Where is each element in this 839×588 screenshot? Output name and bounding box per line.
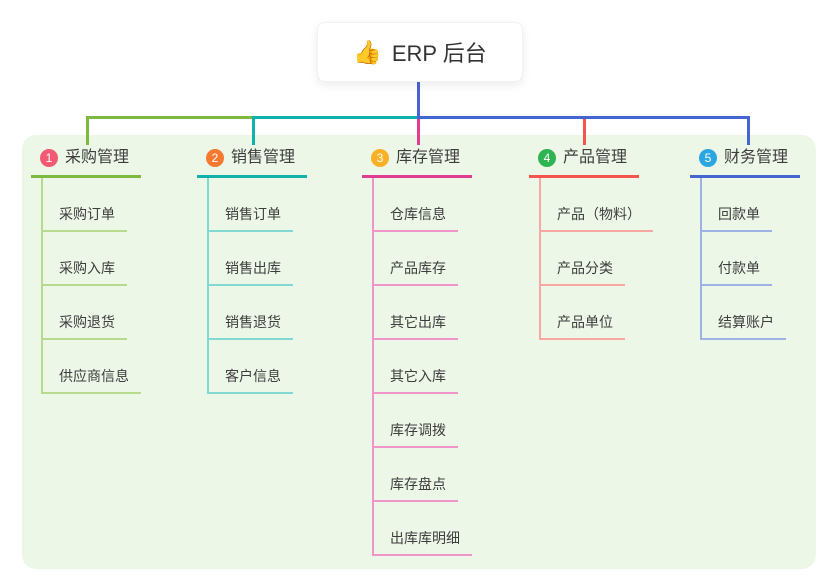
mindmap-child-node[interactable]: 库存调拨	[374, 394, 472, 448]
branch-number-badge: 2	[206, 149, 224, 167]
mindmap-child-node[interactable]: 其它出库	[374, 286, 472, 340]
branch-inventory: 3 库存管理 仓库信息产品库存其它出库其它入库库存调拨库存盘点出库库明细	[362, 145, 473, 556]
mindmap-child-node[interactable]: 采购订单	[43, 178, 141, 232]
connector-branch-drop	[86, 119, 89, 145]
mindmap-branch-node[interactable]: 4 产品管理	[529, 145, 640, 178]
connector-trunk-segment	[252, 116, 418, 119]
mindmap-child-node[interactable]: 销售退货	[209, 286, 293, 340]
connector-trunk-segment	[86, 116, 255, 119]
connector-root-line	[417, 82, 420, 117]
mindmap-child-node[interactable]: 产品单位	[541, 286, 653, 340]
branch-node-label: 库存管理	[396, 149, 461, 166]
mindmap-child-node[interactable]: 产品分类	[541, 232, 653, 286]
mindmap-child-node[interactable]: 库存盘点	[374, 448, 472, 502]
mindmap-root-node[interactable]: 👍 ERP 后台	[317, 22, 523, 82]
mindmap-branch-node[interactable]: 2 销售管理	[197, 145, 308, 178]
branch-children: 销售订单销售出库销售退货客户信息	[207, 178, 293, 394]
connector-branch-drop	[417, 119, 420, 145]
child-node-label: 采购订单	[43, 205, 127, 232]
branch-number-badge: 5	[699, 149, 717, 167]
branch-children: 采购订单采购入库采购退货供应商信息	[41, 178, 141, 394]
child-node-label: 销售出库	[209, 259, 293, 286]
child-node-label: 产品库存	[374, 259, 458, 286]
branch-node-label: 销售管理	[231, 149, 296, 166]
child-node-label: 采购退货	[43, 313, 127, 340]
mindmap-canvas-panel	[22, 135, 816, 569]
branch-node-label: 产品管理	[563, 149, 628, 166]
mindmap-child-node[interactable]: 仓库信息	[374, 178, 472, 232]
child-node-label: 产品（物料）	[541, 205, 653, 232]
mindmap-child-node[interactable]: 采购入库	[43, 232, 141, 286]
child-node-label: 其它入库	[374, 367, 458, 394]
mindmap-branch-node[interactable]: 3 库存管理	[362, 145, 473, 178]
mindmap-child-node[interactable]: 其它入库	[374, 340, 472, 394]
child-node-label: 销售订单	[209, 205, 293, 232]
branch-children: 产品（物料） 产品分类产品单位	[539, 178, 653, 340]
mindmap-child-node[interactable]: 客户信息	[209, 340, 293, 394]
child-node-label: 销售退货	[209, 313, 293, 340]
branch-number-badge: 1	[40, 149, 58, 167]
mindmap-child-node[interactable]: 供应商信息	[43, 340, 141, 394]
connector-trunk-segment	[417, 116, 750, 119]
branch-children: 仓库信息产品库存其它出库其它入库库存调拨库存盘点出库库明细	[372, 178, 472, 556]
child-node-label: 客户信息	[209, 367, 293, 394]
connector-branch-drop	[583, 119, 586, 145]
branch-node-label: 财务管理	[724, 149, 789, 166]
child-node-label: 结算账户	[702, 313, 786, 340]
branch-sales: 2 销售管理 销售订单销售出库销售退货客户信息	[197, 145, 308, 394]
branch-children: 回款单付款单结算账户	[700, 178, 786, 340]
branch-finance: 5 财务管理 回款单付款单结算账户	[690, 145, 801, 340]
child-node-label: 产品分类	[541, 259, 625, 286]
child-node-label: 付款单	[702, 259, 772, 286]
mindmap-child-node[interactable]: 付款单	[702, 232, 786, 286]
child-node-label: 库存盘点	[374, 475, 458, 502]
child-node-label: 采购入库	[43, 259, 127, 286]
mindmap-child-node[interactable]: 产品库存	[374, 232, 472, 286]
child-node-label: 出库库明细	[374, 529, 472, 556]
mindmap-child-node[interactable]: 销售订单	[209, 178, 293, 232]
branch-number-badge: 3	[371, 149, 389, 167]
connector-branch-drop	[252, 119, 255, 145]
root-node-label: ERP 后台	[391, 41, 487, 66]
mindmap-child-node[interactable]: 采购退货	[43, 286, 141, 340]
mindmap-child-node[interactable]: 出库库明细	[374, 502, 472, 556]
mindmap-child-node[interactable]: 销售出库	[209, 232, 293, 286]
connector-branch-drop	[747, 119, 750, 145]
branch-node-label: 采购管理	[65, 149, 130, 166]
mindmap-branch-node[interactable]: 5 财务管理	[690, 145, 801, 178]
child-node-label: 仓库信息	[374, 205, 458, 232]
mindmap-child-node[interactable]: 回款单	[702, 178, 786, 232]
child-node-label: 回款单	[702, 205, 772, 232]
child-node-label: 产品单位	[541, 313, 625, 340]
mindmap-branch-node[interactable]: 1 采购管理	[31, 145, 142, 178]
branch-number-badge: 4	[538, 149, 556, 167]
child-node-label: 库存调拨	[374, 421, 458, 448]
mindmap-child-node[interactable]: 产品（物料）	[541, 178, 653, 232]
branch-purchase: 1 采购管理 采购订单采购入库采购退货供应商信息	[31, 145, 142, 394]
child-node-label: 供应商信息	[43, 367, 141, 394]
thumbs-up-icon: 👍	[353, 38, 382, 65]
branch-product: 4 产品管理 产品（物料） 产品分类产品单位	[529, 145, 653, 340]
mindmap-child-node[interactable]: 结算账户	[702, 286, 786, 340]
child-node-label: 其它出库	[374, 313, 458, 340]
